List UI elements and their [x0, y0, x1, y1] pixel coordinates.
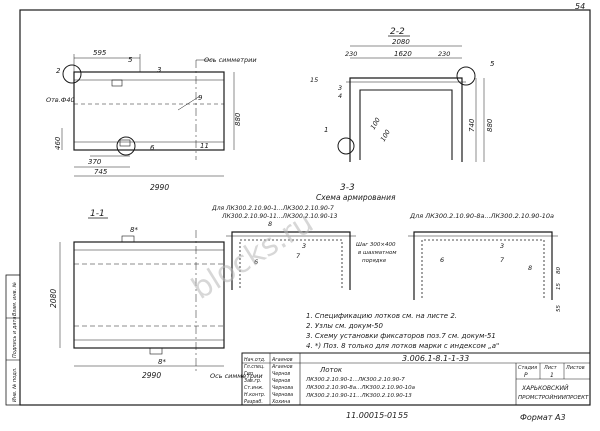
- dim-b55: 55: [556, 305, 562, 312]
- dim-1620: 1620: [394, 50, 412, 58]
- mark-2: ЛК300.2.10.90-8а...ЛК300.2.10.90-10а: [305, 385, 416, 391]
- opening-label: Отв.Ф40: [46, 96, 75, 104]
- right-pos-7: 7: [500, 256, 505, 264]
- dim-740: 740: [468, 118, 476, 132]
- org-line-2: ПРОМСТРОЙНИИПРОЕКТ: [518, 394, 589, 401]
- signer-role: Разраб.: [244, 399, 263, 405]
- sec1-pos-8-top: 8*: [130, 226, 138, 234]
- section-2-2-title: 2-2: [390, 27, 405, 37]
- side-stamp: Взам. инв. № Подпись и дата Инв. № подл.: [5, 274, 21, 406]
- signer-name: Хохина: [271, 399, 290, 405]
- dim-745: 745: [94, 168, 108, 176]
- dim-b80: 80: [556, 267, 562, 274]
- section-3-3-title: 3-3: [340, 183, 355, 193]
- stage-value: Р: [524, 372, 528, 379]
- note-4: 4. *) Поз. 8 только для лотков марки с и…: [306, 342, 499, 350]
- right-pos-8: 8: [528, 264, 532, 272]
- product-title: Лоток: [319, 366, 343, 374]
- dim-5-sec: 5: [490, 60, 495, 68]
- scheme-title: Схема армирования: [316, 193, 396, 202]
- section-2-2: 2-2 2080 230 1620 230 15 3 4 5 1 100 100…: [310, 27, 495, 162]
- left-pos-7: 7: [296, 252, 301, 260]
- dim-880: 880: [234, 112, 242, 126]
- section-1-1-title: 1-1: [90, 209, 105, 219]
- dim-460: 460: [54, 136, 62, 150]
- dim-9: 9: [198, 94, 203, 102]
- tie-note-2: в шахматном: [358, 250, 396, 256]
- dim-230-right: 230: [438, 50, 450, 58]
- dim-3-sec: 3: [338, 84, 342, 92]
- title-block: 3.006.1-8.1-1-33 Лоток ЛК300.2.10.90-1..…: [241, 352, 591, 406]
- signer-role: Зав.гр.: [244, 378, 261, 384]
- notes: 1. Спецификацию лотков см. на листе 2. 2…: [306, 312, 499, 350]
- footer-page: 55: [398, 411, 408, 420]
- dim-370: 370: [88, 158, 102, 166]
- signer-role: Ст.инж.: [244, 385, 264, 391]
- org-line-1: ХАРЬКОВСКИЙ: [521, 385, 569, 392]
- footer-code: 11.00015-01: [346, 411, 397, 420]
- note-3: 3. Схему установки фиксаторов поз.7 см. …: [306, 332, 496, 340]
- signer-name: Чернова: [272, 392, 293, 398]
- signer-role: Гл.спец.: [244, 364, 265, 370]
- section-1-1: 1-1 8* 8* 2080 2990 Ось симметрии: [49, 209, 263, 380]
- mark-3: ЛК300.2.10.90-11...ЛК300.2.10.90-13: [305, 393, 412, 399]
- doc-code: 3.006.1-8.1-1-33: [402, 354, 469, 363]
- note-2: 2. Узлы см. докум-50: [306, 322, 383, 330]
- signer-name: Чернов: [272, 378, 290, 384]
- dim-880-sec: 880: [486, 118, 494, 132]
- dim-b15: 15: [556, 283, 562, 290]
- dim-1-sec: 1: [324, 126, 328, 134]
- plan-axis-label: Ось симметрии: [204, 56, 257, 64]
- signer-name: Агаянов: [271, 357, 293, 363]
- right-pos-3: 3: [500, 242, 504, 250]
- section-3-3: 3-3 Схема армирования Для ЛК300.2.10.90-…: [211, 183, 562, 312]
- footer-format: Формат А3: [520, 413, 566, 422]
- dim-5: 5: [128, 56, 133, 64]
- plan-view: 595 5 3 2 9 Ось симметрии Отв.Ф40 880 46…: [46, 49, 257, 192]
- left-scheme-caption-2: ЛК300.2.10.90-11...ЛК300.2.10.90-13: [221, 213, 338, 220]
- tie-note-1: Шаг 300×400: [356, 242, 396, 248]
- left-pos-6: 6: [254, 258, 258, 266]
- mark-1: ЛК300.2.10.90-1...ЛК300.2.10.90-7: [305, 377, 405, 383]
- signer-role: Н.контр.: [244, 392, 265, 398]
- tie-note-3: порядке: [362, 258, 387, 264]
- page-number: 54: [575, 2, 585, 11]
- dim-2: 2: [56, 67, 61, 75]
- left-pos-3: 3: [302, 242, 306, 250]
- dim-11: 11: [200, 142, 209, 150]
- sec1-axis-label: Ось симметрии: [210, 372, 263, 380]
- col-stage: Стадия: [518, 365, 537, 371]
- col-sheets: Листов: [565, 365, 585, 371]
- signer-role: Нач.отд.: [244, 357, 265, 363]
- right-scheme-caption: Для ЛК300.2.10.90-8а...ЛК300.2.10.90-10а: [409, 212, 554, 220]
- stamp-inv-label: Взам. инв. №: [12, 282, 18, 316]
- dim-230-left: 230: [345, 50, 357, 58]
- signer-name: Агаянов: [271, 364, 293, 370]
- sheet-value: 1: [550, 372, 554, 379]
- stamp-sign-label: Подпись и дата: [12, 317, 18, 358]
- col-sheet: Лист: [543, 365, 558, 371]
- dim-2990: 2990: [150, 183, 169, 192]
- dim-100b: 100: [379, 128, 392, 143]
- left-pos-8: 8: [268, 220, 272, 228]
- dim-100a: 100: [369, 116, 382, 131]
- right-pos-6: 6: [440, 256, 444, 264]
- signer-rows: Нач.отд. Агаянов Гл.спец. Агаянов Гип Че…: [244, 357, 293, 405]
- dim-2080-side: 2080: [49, 289, 58, 308]
- sec1-pos-8-bottom: 8*: [158, 358, 166, 366]
- dim-3: 3: [157, 66, 161, 74]
- stamp-podl-label: Инв. № подл.: [12, 368, 18, 403]
- dim-15: 15: [310, 76, 318, 84]
- dim-4-sec: 4: [338, 92, 342, 100]
- note-1: 1. Спецификацию лотков см. на листе 2.: [306, 312, 457, 320]
- sec1-dim-2990: 2990: [142, 371, 161, 380]
- dim-2080-top: 2080: [392, 38, 410, 46]
- signer-name: Чернова: [272, 385, 293, 391]
- signer-name: Чернов: [272, 371, 290, 377]
- dim-6: 6: [150, 144, 155, 152]
- dim-595: 595: [93, 49, 107, 57]
- left-scheme-caption-1: Для ЛК300.2.10.90-1...ЛК300.2.10.90-7: [211, 205, 334, 212]
- signer-role: Гип: [244, 371, 253, 377]
